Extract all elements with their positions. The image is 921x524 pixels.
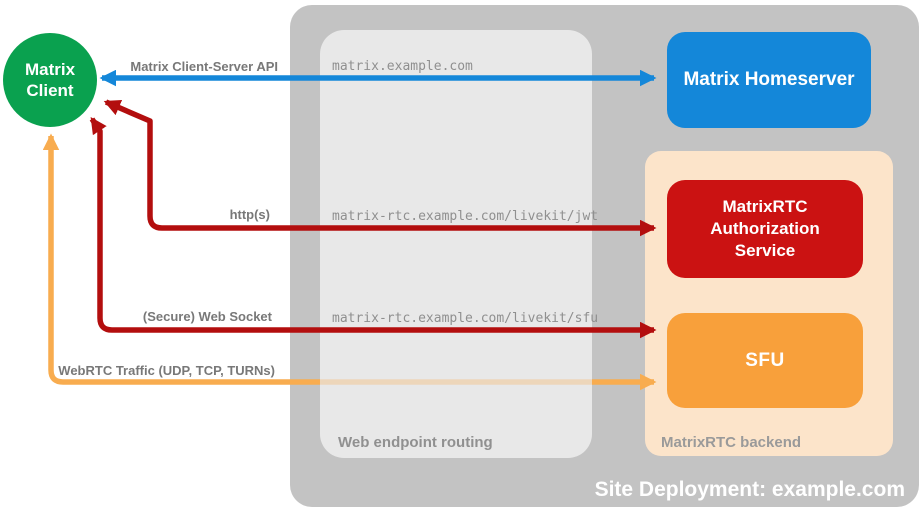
web-endpoint-routing-container (320, 30, 592, 458)
endpoint-livekit-jwt: matrix-rtc.example.com/livekit/jwt (332, 209, 599, 224)
https-label: http(s) (229, 207, 270, 222)
matrixrtc-backend-label: MatrixRTC backend (661, 434, 802, 451)
matrix-client-label-line2: Client (26, 81, 74, 100)
site-deployment-label: Site Deployment: example.com (594, 478, 905, 501)
matrixrtc-authorization-service-node: MatrixRTC Authorization Service (667, 180, 863, 278)
webrtc-traffic-label: WebRTC Traffic (UDP, TCP, TURNs) (58, 363, 275, 378)
matrix-homeserver-node: Matrix Homeserver (667, 32, 871, 128)
arrow-webrtc-left (42, 133, 320, 385)
endpoint-livekit-sfu: matrix-rtc.example.com/livekit/sfu (332, 311, 599, 326)
client-server-api-label: Matrix Client-Server API (130, 59, 278, 74)
sfu-node: SFU (667, 313, 863, 408)
websocket-label: (Secure) Web Socket (142, 309, 272, 324)
endpoint-matrix-example-com: matrix.example.com (332, 59, 473, 74)
web-endpoint-routing-label: Web endpoint routing (338, 434, 493, 451)
matrix-client-label-line1: Matrix (24, 59, 76, 79)
matrix-client-node: Matrix Client (3, 33, 97, 127)
